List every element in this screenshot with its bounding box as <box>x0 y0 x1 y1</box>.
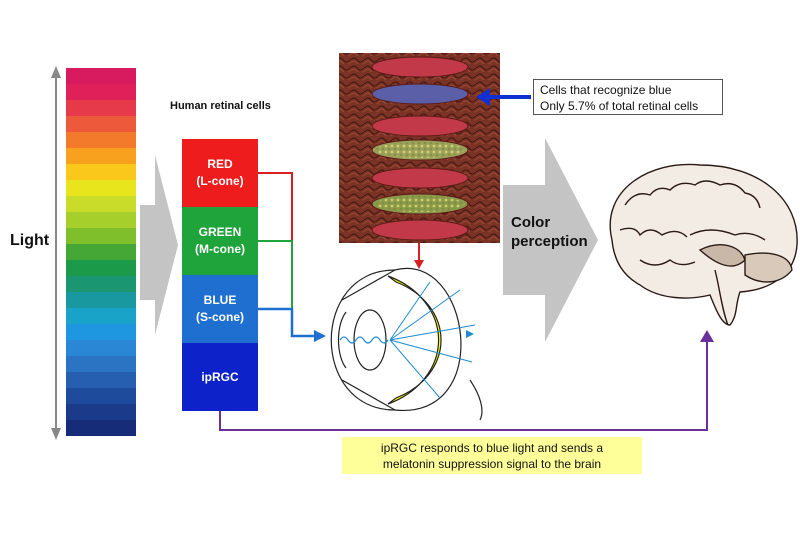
spectrum-band <box>66 244 136 260</box>
spectrum-band <box>66 420 136 436</box>
spectrum-band <box>66 180 136 196</box>
light-label: Light <box>10 232 50 249</box>
spectrum-band <box>66 84 136 100</box>
spectrum-band <box>66 260 136 276</box>
color-perception-label: Color perception <box>511 213 588 251</box>
eye-diagram <box>330 267 483 421</box>
red-cone-name: RED <box>207 157 233 171</box>
spectrum-band <box>66 404 136 420</box>
iprgc-name: ipRGC <box>201 369 239 384</box>
green-cone-name: GREEN <box>198 225 242 239</box>
spectrum-band <box>66 228 136 244</box>
spectrum-band <box>66 196 136 212</box>
blue-connector <box>258 307 326 342</box>
green-cone-sub: (M-cone) <box>195 242 245 256</box>
spectrum-band <box>66 356 136 372</box>
cells-title: Human retinal cells <box>170 100 271 112</box>
spectrum-band <box>66 116 136 132</box>
callout-line-1: Cells that recognize blue <box>540 83 672 97</box>
iprgc-box: ipRGC <box>182 343 258 411</box>
note-line-1: ipRGC responds to blue light and sends a <box>380 441 604 455</box>
spectrum-band <box>66 100 136 116</box>
light-spectrum-bar <box>66 68 136 436</box>
spectrum-band <box>66 340 136 356</box>
green-connector <box>258 240 293 318</box>
brain-illustration <box>609 163 798 326</box>
light-range-arrow <box>51 66 61 440</box>
color-perception-line-1: Color <box>511 214 551 231</box>
callout-arrow <box>476 88 531 106</box>
spectrum-band <box>66 308 136 324</box>
retinal-tissue-image <box>339 53 500 243</box>
spectrum-to-cells-arrow <box>140 155 178 335</box>
blue-cone-sub: (S-cone) <box>196 310 244 324</box>
spectrum-band <box>66 212 136 228</box>
iprgc-note: ipRGC responds to blue light and sends a… <box>342 437 642 474</box>
spectrum-band <box>66 372 136 388</box>
blue-cone-name: BLUE <box>203 293 237 307</box>
green-cone-box: GREEN (M-cone) <box>182 207 258 275</box>
iprgc-signal-path <box>219 330 714 431</box>
spectrum-band <box>66 148 136 164</box>
red-cone-box: RED (L-cone) <box>182 139 258 207</box>
color-perception-line-2: perception <box>511 233 588 250</box>
blue-cell <box>371 83 469 105</box>
spectrum-band <box>66 132 136 148</box>
note-line-2: melatonin suppression signal to the brai… <box>382 457 602 471</box>
spectrum-band <box>66 388 136 404</box>
color-perception-arrow <box>503 138 598 342</box>
spectrum-band <box>66 164 136 180</box>
red-cone-sub: (L-cone) <box>196 174 244 188</box>
blue-cone-box: BLUE (S-cone) <box>182 275 258 343</box>
spectrum-band <box>66 292 136 308</box>
blue-cells-callout: Cells that recognize blue Only 5.7% of t… <box>533 79 723 115</box>
spectrum-band <box>66 324 136 340</box>
tissue-to-eye-arrow <box>414 243 424 269</box>
spectrum-band <box>66 276 136 292</box>
spectrum-band <box>66 68 136 84</box>
callout-line-2: Only 5.7% of total retinal cells <box>540 99 699 113</box>
